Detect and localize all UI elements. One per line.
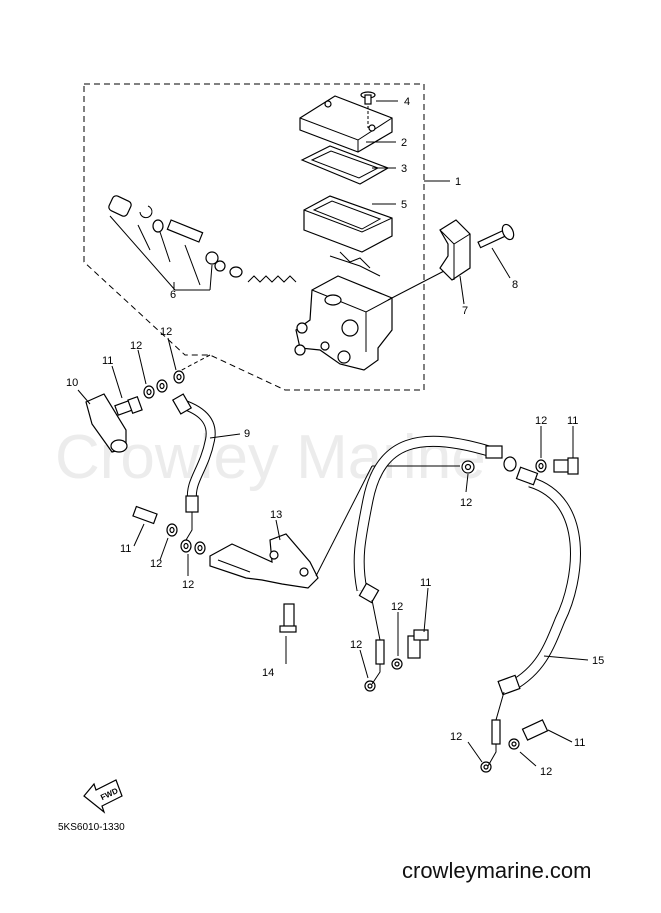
callout-8: 8 — [512, 279, 518, 291]
brake-hose-upper[interactable] — [171, 393, 216, 541]
reservoir-cap[interactable] — [299, 95, 393, 153]
leader-lines — [77, 100, 589, 767]
piston-kit[interactable] — [108, 195, 297, 291]
union-bolt-middle[interactable] — [407, 629, 429, 659]
callout-14: 14 — [262, 667, 274, 679]
holder-clamp[interactable] — [439, 219, 471, 281]
callout-9: 9 — [244, 428, 250, 440]
callout-4: 4 — [404, 96, 410, 108]
forward-arrow-icon: FWD — [83, 779, 123, 814]
callout-10: 10 — [66, 377, 78, 389]
copper-washers[interactable] — [143, 370, 547, 773]
callout-6: 6 — [170, 289, 176, 301]
watermark: Crowley Marine — [55, 423, 486, 492]
callout-11e: 11 — [574, 737, 585, 749]
callout-12g: 12 — [391, 601, 403, 613]
callout-12h: 12 — [350, 639, 362, 651]
callout-2: 2 — [401, 137, 407, 149]
union-bolt-cap[interactable] — [85, 393, 128, 453]
brake-hose-lower[interactable] — [353, 435, 581, 767]
callout-12c: 12 — [150, 558, 162, 570]
callout-12a: 12 — [160, 326, 172, 338]
clamp-bolt[interactable] — [477, 223, 516, 249]
callout-12d: 12 — [182, 579, 194, 591]
cap-screw[interactable] — [360, 91, 376, 128]
callout-5: 5 — [401, 199, 407, 211]
callout-11c: 11 — [567, 415, 578, 427]
callout-15: 15 — [592, 655, 604, 667]
joint-bolt[interactable] — [279, 603, 297, 633]
callout-12j: 12 — [540, 766, 552, 778]
callout-3: 3 — [401, 163, 407, 175]
callout-12i: 12 — [450, 731, 462, 743]
assembly-boundary — [83, 83, 425, 391]
callout-12e: 12 — [460, 497, 472, 509]
callout-1: 1 — [455, 176, 461, 188]
diaphragm[interactable] — [303, 195, 393, 277]
callout-12f: 12 — [535, 415, 547, 427]
callout-7: 7 — [462, 305, 468, 317]
brake-hose-joint[interactable] — [209, 533, 319, 589]
diaphragm-plate[interactable] — [300, 145, 390, 185]
reference-code: 5KS6010-1330 — [58, 822, 125, 833]
union-bolt-right-top[interactable] — [553, 457, 579, 475]
website-label: crowleymarine.com — [402, 858, 592, 883]
callout-11b: 11 — [120, 543, 131, 555]
callout-11a: 11 — [102, 355, 113, 367]
callout-13: 13 — [270, 509, 282, 521]
master-cylinder-body[interactable] — [294, 275, 393, 371]
callout-11d: 11 — [420, 577, 431, 589]
union-bolt[interactable] — [114, 395, 143, 416]
union-bolt-lower-left[interactable] — [132, 505, 158, 525]
union-bolt-lower-right[interactable] — [521, 719, 549, 741]
callout-12b: 12 — [130, 340, 142, 352]
